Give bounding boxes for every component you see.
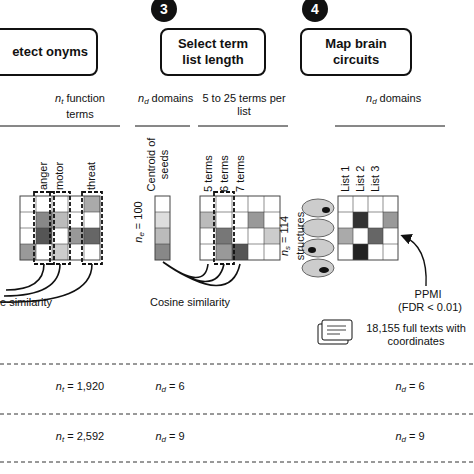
count-value: nd= 9 bbox=[380, 430, 440, 446]
count-value: nd= 9 bbox=[140, 430, 200, 446]
symbol-text: = 6 bbox=[169, 380, 185, 392]
count-value: nt= 2,592 bbox=[30, 430, 130, 446]
node-body: Map brain circuits bbox=[310, 36, 402, 68]
symbol-text: = 100 bbox=[132, 201, 144, 229]
symbol: n bbox=[155, 380, 161, 392]
method-label: (FDR < 0.01) bbox=[390, 301, 470, 314]
symbol-subscript: d bbox=[372, 97, 376, 106]
step-box: Select term list length bbox=[160, 28, 266, 76]
node-text: 3 bbox=[160, 1, 168, 17]
symbol: n bbox=[366, 92, 372, 104]
method-label: Cosine similarity bbox=[140, 296, 240, 309]
symbol-subscript: t bbox=[62, 385, 64, 394]
vector-label: Centroid of seeds bbox=[145, 137, 171, 192]
method-label: PPMI bbox=[400, 288, 456, 301]
node-body: 4 bbox=[311, 1, 319, 17]
symbol: n bbox=[395, 430, 401, 442]
symbol: n bbox=[56, 380, 62, 392]
count-value: nd= 6 bbox=[380, 380, 440, 396]
symbol-subscript: d bbox=[402, 385, 406, 394]
symbol-text: domains bbox=[152, 92, 194, 104]
node-body: etect onyms bbox=[12, 44, 88, 60]
list-label: List 1 bbox=[339, 166, 352, 192]
step-box: etect onyms bbox=[0, 28, 98, 76]
node-body: 3 bbox=[160, 1, 168, 17]
count-value: nd= 6 bbox=[140, 380, 200, 396]
term-label: motor bbox=[53, 162, 66, 190]
symbol: n bbox=[56, 430, 62, 442]
node-text: Map brain circuits bbox=[310, 36, 402, 68]
node-text: Select term list length bbox=[170, 36, 256, 68]
count-heading: ntfunction terms bbox=[40, 92, 120, 121]
symbol-text: = 6 bbox=[409, 380, 425, 392]
term-label: threat bbox=[85, 162, 98, 190]
term-label: anger bbox=[37, 162, 50, 190]
symbol-text: = 2,592 bbox=[67, 430, 104, 442]
list-label: 7 terms bbox=[234, 155, 247, 192]
list-label: 6 terms bbox=[218, 155, 231, 192]
symbol-text: = 9 bbox=[169, 430, 185, 442]
symbol-subscript: s bbox=[283, 246, 292, 250]
symbol-text: function terms bbox=[66, 92, 105, 120]
symbol-subscript: d bbox=[144, 97, 148, 106]
symbol-text: = 1,920 bbox=[67, 380, 104, 392]
symbol-subscript: d bbox=[402, 435, 406, 444]
source-label: 18,155 full texts with coordinates bbox=[360, 322, 472, 348]
symbol: n bbox=[138, 92, 144, 104]
symbol-subscript: t bbox=[61, 97, 63, 106]
symbol: n bbox=[55, 92, 61, 104]
node-text: etect onyms bbox=[12, 44, 88, 60]
symbol-text: = 9 bbox=[409, 430, 425, 442]
symbol-subscript: d bbox=[162, 435, 166, 444]
symbol-text: domains bbox=[380, 92, 422, 104]
symbol: n bbox=[278, 250, 290, 256]
symbol-subscript: d bbox=[162, 385, 166, 394]
node-text: 4 bbox=[311, 1, 319, 17]
list-label: 5 terms bbox=[202, 155, 215, 192]
symbol-subscript: e bbox=[137, 232, 146, 236]
step-number: 3 bbox=[151, 0, 177, 22]
symbol: n bbox=[395, 380, 401, 392]
symbol: n bbox=[155, 430, 161, 442]
step-number: 4 bbox=[302, 0, 328, 22]
step-box: Map brain circuits bbox=[300, 28, 412, 76]
count-label: ns= 114 structures bbox=[278, 200, 307, 272]
symbol: n bbox=[132, 237, 144, 243]
list-label: List 2 bbox=[354, 166, 367, 192]
count-heading: nddomains bbox=[366, 92, 416, 108]
symbol-subscript: t bbox=[62, 435, 64, 444]
method-label: e similarity bbox=[0, 296, 52, 309]
count-label: ne = 100 bbox=[132, 182, 148, 262]
count-heading: nddomains bbox=[138, 92, 188, 108]
node-body: Select term list length bbox=[170, 36, 256, 68]
column-heading: 5 to 25 terms per list bbox=[200, 92, 288, 118]
count-value: nt= 1,920 bbox=[30, 380, 130, 396]
list-label: List 3 bbox=[369, 166, 382, 192]
